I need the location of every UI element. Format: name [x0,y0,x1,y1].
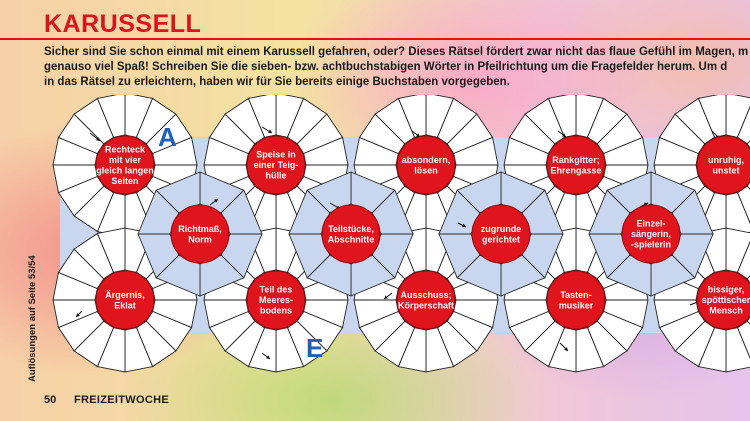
clue-text: Eklat [114,300,136,310]
clue-text: absondern, [402,155,451,165]
clue-text: Richtmaß, [178,224,222,234]
clue-field: absondern,lösen [396,135,456,195]
clue-text: Ausschuss; [400,290,451,300]
clue-circle [95,135,155,195]
clue-text: musiker [559,300,594,310]
clue-text: Einzel- [636,219,665,229]
clue-text: Abschnitte [328,234,375,244]
clue-text: -spielerin [631,240,671,250]
given-letter-e[interactable]: E [306,333,323,363]
arrow-head [564,347,568,351]
arrow-head [266,355,270,359]
clue-field: Tasten-musiker [546,270,606,330]
arrow-head [562,133,566,137]
clue-circle [471,204,531,264]
clue-field: Einzel-sängerin,-spielerin [621,204,681,264]
clue-text: Teilstücke, [328,224,374,234]
page-number: 50 [44,394,57,406]
clue-text: bodens [260,306,292,316]
clue-text: Rankgitter; [552,155,600,165]
clue-text: Ehrengasse [550,165,601,175]
clue-text: lösen [414,165,438,175]
arrow-head [644,202,648,207]
clue-text: sängerin, [631,229,671,239]
arrow-head [268,129,272,133]
intro-line: Sicher sind Sie schon einmal mit einem K… [44,46,749,58]
clue-circle [546,135,606,195]
title-rule [0,38,750,40]
clue-text: spöttischer [702,295,750,305]
clue-circle [696,135,750,195]
clue-text: Norm [188,234,212,244]
clue-text: einer Teig- [254,160,299,170]
clue-field: unruhig,unstet [696,135,750,195]
clue-circle [95,270,155,330]
clue-field: Ausschuss;Körperschaft [396,270,456,330]
clue-circle [396,270,456,330]
clue-field: Richtmaß,Norm [170,204,230,264]
clue-circle [621,204,681,264]
given-letter-a[interactable]: A [158,122,177,152]
letter-cell[interactable] [746,249,750,288]
clue-field: Ärgernis,Eklat [95,270,155,330]
magazine-name: FREIZEITWOCHE [74,394,169,406]
clue-text: Rechteck [105,144,146,154]
arrow-head [96,137,100,141]
arrow-head [384,295,388,299]
clue-circle [246,270,306,330]
clue-text: hülle [265,171,286,181]
clue-field: Teilstücke,Abschnitte [321,204,381,264]
clue-circle [170,204,230,264]
clue-text: Tasten- [560,290,591,300]
clue-circle [546,270,606,330]
arrow-head [214,199,218,203]
clue-text: Meeres- [259,295,293,305]
arrow-head [416,133,420,137]
clue-text: zugrunde [481,224,522,234]
intro-text: Sicher sind Sie schon einmal mit einem K… [44,45,750,90]
clue-circle [246,135,306,195]
clue-circle [396,135,456,195]
letter-cell[interactable] [746,114,750,153]
clue-text: bissiger, [708,285,745,295]
clue-text: Ärgernis, [105,290,145,300]
page-title: KARUSSELL [44,10,202,38]
clue-field: Rankgitter;Ehrengasse [546,135,606,195]
arrow-head [76,313,80,317]
clue-text: Körperschaft [398,300,454,310]
clue-text: gerichtet [482,234,520,244]
clue-text: mit vier [109,155,142,165]
clue-text: Teil des [260,285,293,295]
arrow-head [462,223,466,228]
clue-text: unstet [713,165,740,175]
clue-text: Speise in [256,150,296,160]
solution-note: Auflösungen auf Seite 53/54 [27,255,38,382]
intro-line: genauso viel Spaß! Schreiben Sie die sie… [44,61,728,73]
clue-text: unruhig, [708,155,744,165]
clue-text: gleich langen [96,165,154,175]
intro-line: in das Rätsel zu erleichtern, haben wir … [44,76,510,88]
clue-text: Seiten [111,176,138,186]
clue-text: Mensch [709,306,743,316]
clue-circle [696,270,750,330]
clue-circle [321,204,381,264]
